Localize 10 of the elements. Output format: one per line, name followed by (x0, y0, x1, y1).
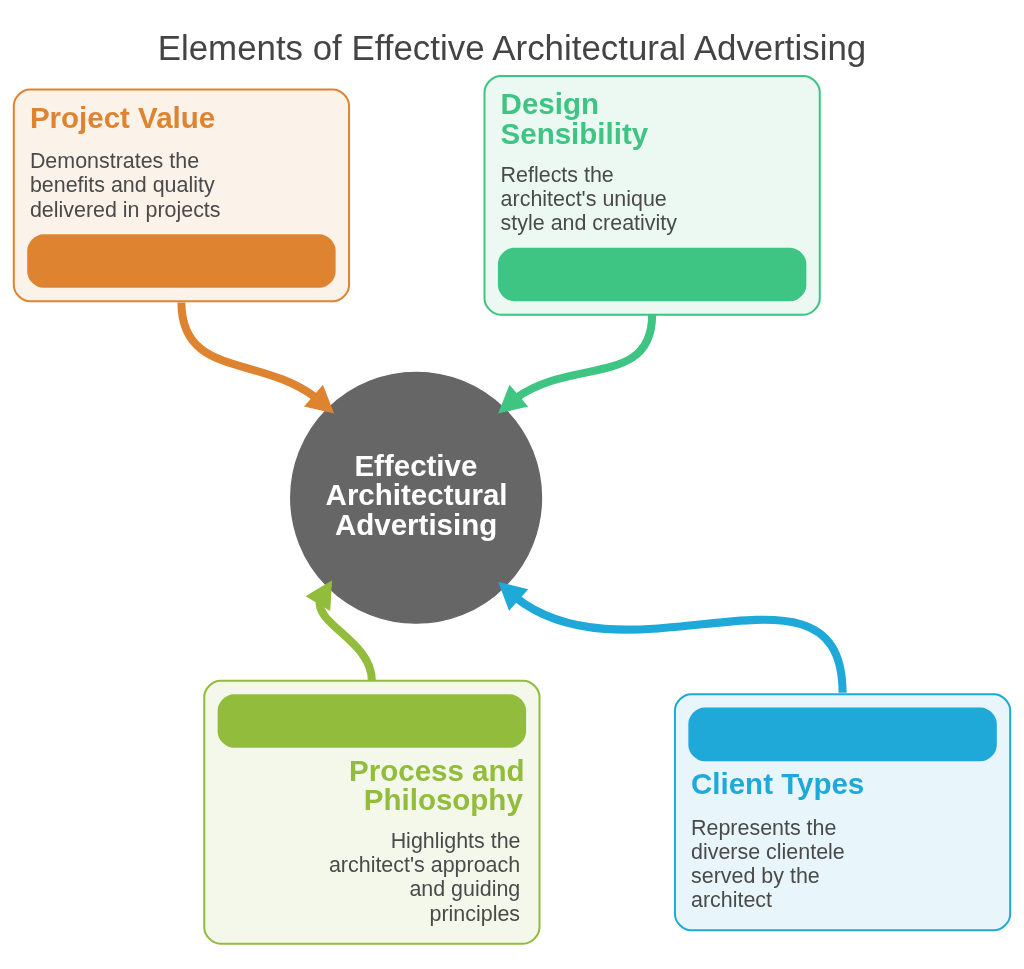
arrow (305, 579, 376, 681)
arrow (177, 301, 335, 414)
node-box: Design Sensibility Reflects the architect's unique style and creativity (483, 74, 821, 316)
node-box: Process and Philosophy Highlights the architect's approach and guiding principles (203, 679, 541, 945)
node-box: Project Value Demonstrates the benefits and quality delivered in projects (12, 87, 351, 302)
node-circle: Effective Architectural Advertising (290, 371, 543, 624)
node-box: Client Types Represents the diverse clientele served by the architect (673, 692, 1012, 931)
arrow (498, 313, 657, 413)
arrow (498, 581, 847, 693)
diagram-title: Elements of Effective Architectural Advertising (157, 27, 867, 67)
